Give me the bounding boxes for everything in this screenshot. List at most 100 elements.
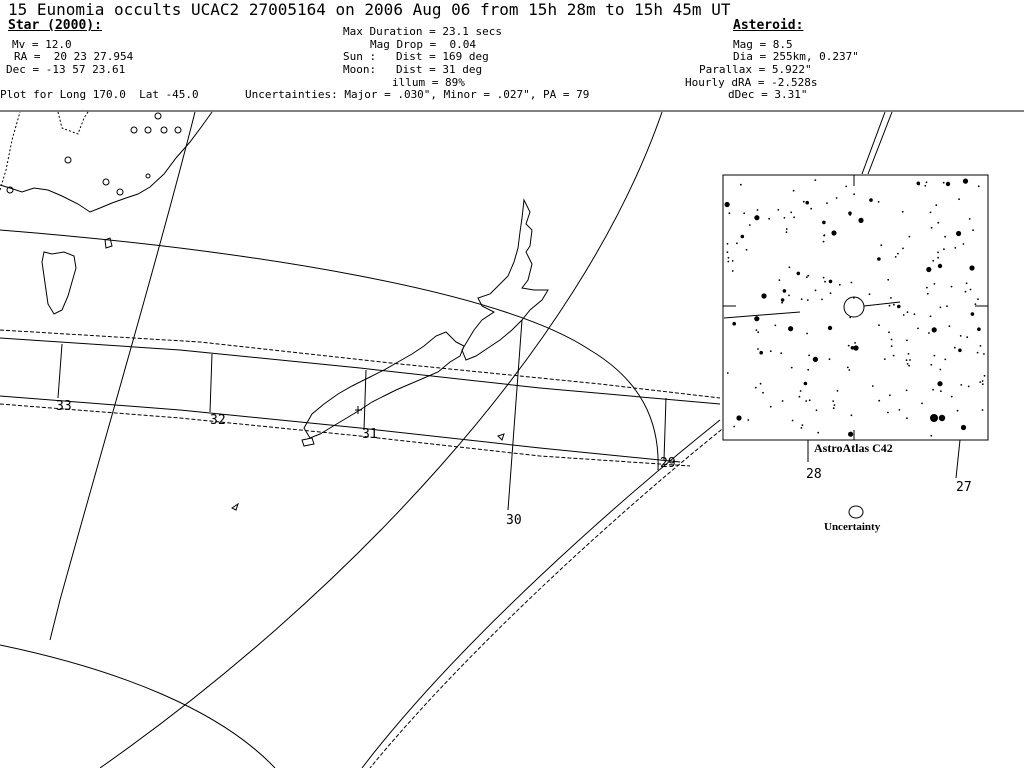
inset-star [754, 386, 757, 389]
inset-star [906, 363, 909, 365]
inset-star [906, 417, 908, 420]
stewart-island [301, 437, 315, 447]
inset-star [954, 247, 957, 249]
inset-star [921, 402, 923, 405]
asteroid-hourly-dra: Hourly dRA = -2.528s [685, 76, 818, 89]
inset-star [848, 211, 852, 215]
inset-star [933, 354, 936, 357]
inset-star [877, 201, 880, 203]
inset-star [826, 202, 828, 205]
tick-label-28: 28 [806, 467, 822, 482]
limit-line-right [361, 111, 893, 768]
max-duration: Max Duration = 23.1 secs [343, 25, 502, 38]
uncertainty-ellipse [848, 505, 864, 519]
inset-star [926, 266, 932, 273]
inset-star [756, 209, 759, 211]
inset-star [812, 356, 819, 362]
page-title: 15 Eunomia occults UCAC2 27005164 on 200… [8, 0, 731, 19]
tick-label-29: 29 [660, 456, 676, 471]
inset-star [785, 228, 788, 230]
inset-star [822, 240, 825, 243]
inset-star [769, 405, 772, 408]
mag-drop: Mag Drop = 0.04 [370, 38, 476, 51]
chatham-dot [497, 433, 505, 441]
inset-bright-star [831, 230, 837, 236]
inset-star [810, 207, 813, 210]
star-dec: Dec = -13 57 23.61 [6, 63, 126, 76]
inset-star [905, 359, 908, 362]
inset-star [981, 409, 984, 411]
inset-star [726, 372, 729, 374]
inset-star [979, 381, 982, 383]
inset-star [808, 399, 811, 402]
inset-star [769, 350, 772, 353]
inset-star [907, 353, 910, 355]
moon-illum: illum = 89% [392, 76, 465, 89]
inset-star [848, 369, 851, 371]
target-star-circle [843, 296, 865, 318]
asteroid-ddec: dDec = 3.31" [728, 88, 808, 101]
inset-star [937, 221, 940, 224]
city-circle [64, 156, 72, 164]
inset-star [892, 354, 895, 357]
small-islet [231, 502, 239, 511]
inset-star [969, 288, 972, 291]
inset-star [731, 270, 734, 272]
inset-star [835, 197, 838, 199]
inset-star [981, 383, 984, 386]
inset-star [942, 181, 945, 184]
inset-star [932, 259, 935, 262]
inset-bright-star [761, 293, 767, 299]
inset-star [800, 298, 803, 300]
inset-star [814, 289, 817, 292]
inset-star [726, 242, 729, 245]
inset-star [958, 198, 960, 201]
inset-star [894, 256, 897, 258]
inset-star [964, 290, 967, 293]
uncertainties: Uncertainties: Major = .030", Minor = .0… [245, 88, 590, 101]
inset-star [869, 198, 873, 202]
moon-dist: Moon: Dist = 31 deg [343, 63, 483, 76]
path-south-limit [0, 395, 681, 463]
inset-stars [724, 178, 986, 437]
tick-label-32: 32 [210, 413, 226, 428]
latitude-arc-lower [0, 644, 276, 768]
inset-path-right [863, 301, 901, 307]
inset-star [893, 303, 895, 306]
inset-star [887, 411, 889, 414]
path-south-limit-dashed [0, 403, 691, 467]
inset-star [748, 224, 751, 226]
inset-star [909, 359, 911, 361]
inset-star [944, 358, 947, 361]
inset-star [958, 348, 962, 353]
inset-star [981, 380, 984, 382]
inset-star [950, 285, 953, 288]
city-circle [6, 186, 14, 194]
inset-bright-star [937, 263, 943, 269]
inset-star [967, 385, 970, 388]
inset-star [805, 200, 809, 205]
inset-star [970, 312, 975, 316]
inset-star [928, 332, 930, 334]
inset-star [726, 251, 729, 254]
inset-star [850, 281, 853, 284]
inset-star [754, 316, 760, 322]
inset-star [849, 214, 851, 216]
inset-star [780, 298, 785, 302]
tick-label-27: 27 [956, 480, 972, 495]
inset-frame [722, 174, 989, 441]
inset-star [962, 243, 965, 245]
inset-star [853, 193, 855, 196]
inset-star [833, 404, 836, 406]
inset-bright-star [853, 345, 859, 351]
inset-star [962, 178, 969, 184]
inset-star [959, 335, 962, 337]
inset-star [890, 297, 892, 299]
inset-star [905, 389, 908, 392]
inset-star [781, 400, 784, 402]
inset-star [972, 229, 974, 232]
inset-star [846, 366, 849, 369]
inset-star [757, 348, 759, 350]
inset-star [930, 434, 933, 437]
inset-star [943, 248, 945, 251]
